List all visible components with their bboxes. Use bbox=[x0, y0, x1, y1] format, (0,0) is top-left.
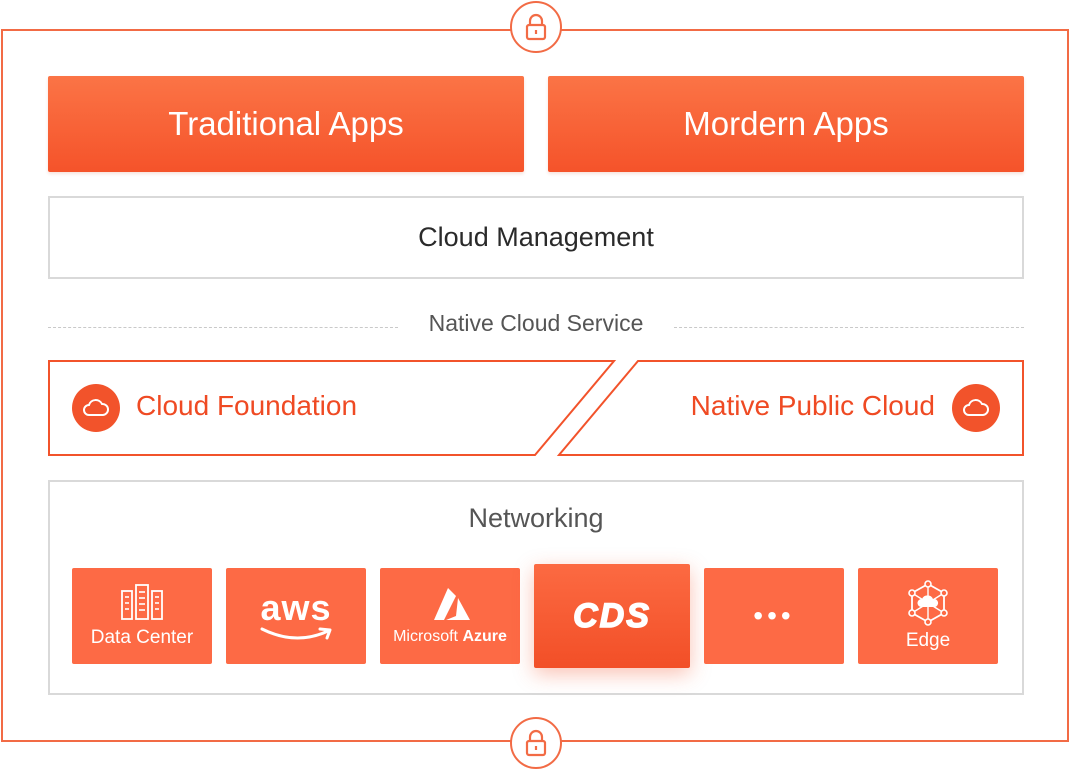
tile-more: ••• bbox=[704, 568, 844, 664]
modern-apps-block: Mordern Apps bbox=[548, 76, 1024, 172]
cloud-icon bbox=[72, 384, 120, 432]
tile-caption: Edge bbox=[905, 630, 951, 651]
cloud-management-block: Cloud Management bbox=[48, 196, 1024, 279]
cloud-foundation-panel bbox=[48, 360, 617, 456]
networking-title: Networking bbox=[468, 503, 604, 533]
lock-icon bbox=[510, 1, 562, 53]
aws-logo: aws bbox=[260, 587, 332, 628]
azure-caption-bold: Azure bbox=[462, 628, 507, 645]
native-public-cloud-panel bbox=[556, 360, 1024, 456]
lock-icon bbox=[510, 717, 562, 769]
edge-network-icon bbox=[908, 580, 948, 626]
server-icon bbox=[121, 584, 163, 620]
azure-caption-microsoft: Microsoft bbox=[393, 628, 458, 645]
cloud-foundation-label: Cloud Foundation bbox=[136, 390, 358, 421]
tile-azure: Microsoft Azure bbox=[380, 568, 520, 664]
cloud-icon bbox=[952, 384, 1000, 432]
traditional-apps-label: Traditional Apps bbox=[168, 105, 404, 142]
tile-data-center: Data Center bbox=[72, 568, 212, 664]
aws-smile-icon bbox=[260, 627, 332, 640]
azure-logo bbox=[434, 588, 470, 620]
modern-apps-label: Mordern Apps bbox=[683, 105, 889, 142]
native-public-cloud-label: Native Public Cloud bbox=[690, 390, 935, 421]
more-icon: ••• bbox=[753, 600, 795, 631]
dashed-divider-left bbox=[48, 327, 398, 328]
azure-caption: Microsoft Azure bbox=[393, 628, 507, 646]
dashed-divider-right bbox=[674, 327, 1024, 328]
tile-caption: Data Center bbox=[90, 627, 194, 648]
tile-cds: CDS bbox=[534, 564, 690, 668]
cds-logo: CDS bbox=[572, 596, 651, 636]
cloud-management-label: Cloud Management bbox=[418, 222, 654, 252]
tile-edge: Edge bbox=[858, 568, 998, 664]
traditional-apps-block: Traditional Apps bbox=[48, 76, 524, 172]
native-cloud-service-label: Native Cloud Service bbox=[428, 310, 644, 336]
tile-aws: aws bbox=[226, 568, 366, 664]
